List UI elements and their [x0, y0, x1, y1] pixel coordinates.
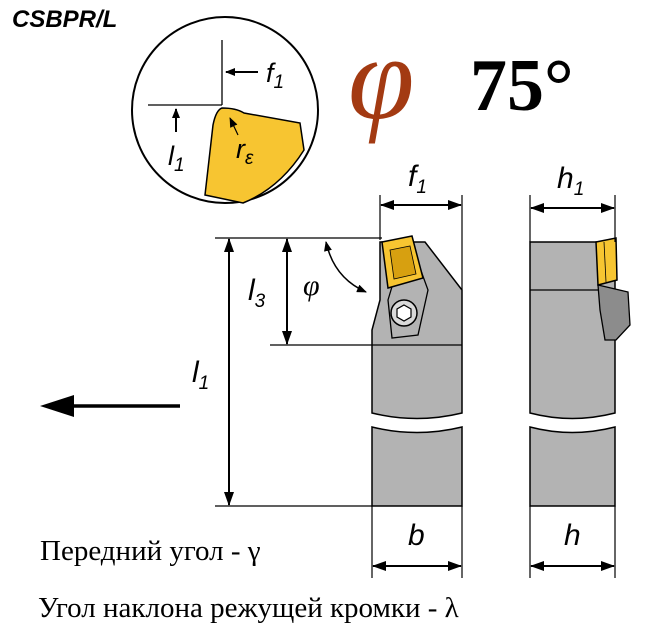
b-label: b	[408, 519, 425, 552]
side-insert	[595, 237, 618, 286]
r-epsilon-leader	[229, 117, 239, 136]
h1-label: h1	[557, 162, 584, 200]
side-view: h1 h	[529, 162, 631, 578]
feed-arrowhead-icon	[40, 395, 74, 417]
side-insert-edge	[603, 241, 607, 283]
detail-r-label: rε	[236, 134, 254, 169]
l3-label: l3	[248, 274, 266, 312]
screw-hex-icon	[396, 304, 412, 322]
angle-symbol: φ	[348, 11, 414, 144]
side-shank-upper	[529, 241, 616, 420]
angle-value: 75°	[470, 45, 574, 127]
tool-code-label: CSBPR/L	[12, 6, 117, 33]
phi-arc-arrow	[324, 241, 367, 293]
front-view: f1 l3 l1 φ b	[40, 160, 463, 578]
shank-lower	[371, 426, 463, 507]
detail-f-label: f1	[266, 58, 284, 93]
rake-angle-caption: Передний угол - γ	[40, 535, 261, 567]
side-clamp	[597, 284, 631, 341]
l1-label: l1	[192, 356, 209, 394]
inclination-angle-caption: Угол наклона режущей кромки - λ	[38, 592, 459, 624]
insert-corner-detail	[204, 107, 305, 204]
detail-l-label: l1	[168, 141, 185, 176]
f1-label: f1	[408, 160, 427, 198]
phi-label: φ	[303, 269, 320, 302]
detail-circle-view: f1 l1 rε	[131, 16, 319, 204]
insert-face	[389, 245, 417, 280]
h-label: h	[564, 519, 581, 552]
side-shank-lower	[529, 426, 616, 507]
